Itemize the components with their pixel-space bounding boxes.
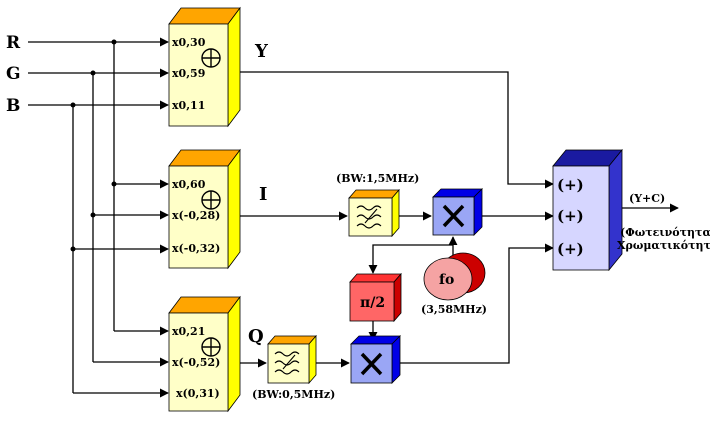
matrix-block-y: x0,30 x0,59 x0,11 [168,6,241,128]
input-label-r: R [6,33,21,53]
oscillator-frequency: (3,58MHz) [421,303,487,316]
coefficient-i-g: x(-0,28) [172,209,220,222]
multiply-x-icon [442,204,465,228]
lowpass-filter-icon [274,351,300,375]
lowpass-filter-q [267,334,317,385]
coefficient-q-b: x(0,31) [176,387,220,400]
matrix-block-i: x0,60 x(-0,28) x(-0,32) [168,148,241,270]
output-adder: (+) (+) (+) [552,148,623,272]
lowpass-filter-icon [356,205,382,229]
q-signal-wire [240,243,554,368]
output-caption-line2: Χρωματικότητα) [617,239,710,252]
oscillator: fo [423,252,486,301]
input-label-b: B [6,96,20,116]
adder-input-2: (+) [557,207,584,225]
coefficient-y-g: x0,59 [172,67,205,80]
lowpass-filter-i [348,188,400,238]
output-label: (Y+C) [629,192,665,205]
signal-label-i: I [259,184,267,205]
adder-input-1: (+) [557,176,584,194]
coefficient-i-r: x0,60 [172,178,206,191]
output-caption-line1: (Φωτεινότητα+ [620,226,710,239]
signal-label-q: Q [248,326,264,347]
phase-shifter: π/2 [349,272,402,323]
coefficient-y-b: x0,11 [172,99,205,112]
multiplier-q [350,335,401,384]
oscillator-label: fo [439,272,454,288]
filter-q-bandwidth: (BW:0,5MHz) [252,388,335,401]
coefficient-q-g: x(-0,52) [172,356,220,369]
multiply-x-icon [360,352,383,376]
filter-i-bandwidth: (BW:1,5MHz) [336,172,419,185]
y-signal-wire [240,71,554,189]
input-label-g: G [6,64,21,84]
phase-shifter-label: π/2 [360,295,385,311]
circled-plus-icon [201,190,221,210]
multiplier-i [432,188,483,236]
adder-input-3: (+) [557,240,584,258]
coefficient-i-b: x(-0,32) [172,242,220,255]
signal-label-y: Y [254,41,269,62]
coefficient-q-r: x0,21 [172,325,205,338]
matrix-block-q: x0,21 x(-0,52) x(0,31) [168,295,241,413]
coefficient-y-r: x0,30 [172,36,206,49]
circled-plus-icon [201,337,221,357]
input-wiring [28,37,169,398]
circled-plus-icon [201,48,221,68]
